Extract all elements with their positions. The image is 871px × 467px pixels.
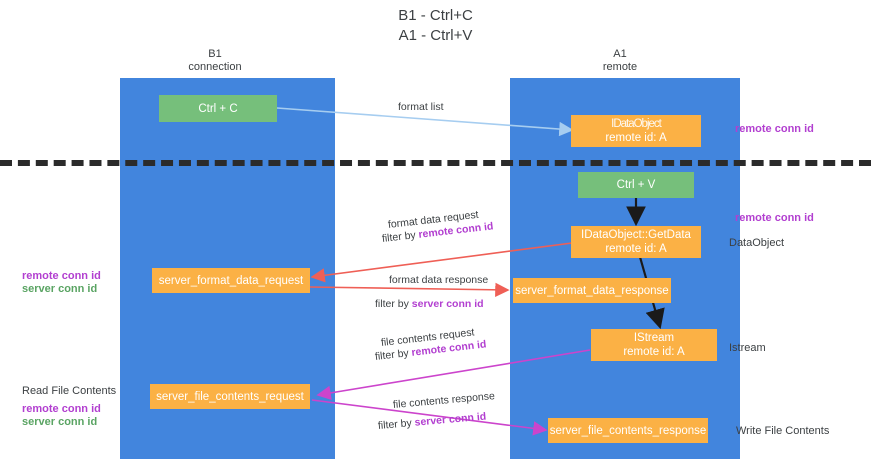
filter-prefix: filter by — [375, 298, 412, 310]
lane-header-b1: B1 connection — [188, 48, 242, 73]
box-server-file-contents-request-label: server_file_contents_request — [156, 390, 304, 403]
box-getdata-label: IDataObject::GetData — [581, 229, 691, 241]
label-write-file-contents: Write File Contents — [736, 425, 830, 437]
label-left-server-conn-id-2: server conn id — [22, 416, 98, 428]
label-dataobject: DataObject — [729, 237, 785, 249]
box-server-file-contents-response-label: server_file_contents_response — [549, 424, 707, 437]
arrow-format-list — [276, 107, 574, 137]
edge-label-format-list: format list — [398, 101, 444, 113]
label-left-remote-conn-id: remote conn id — [22, 270, 101, 282]
box-server-format-data-response-label: server_format_data_response — [515, 284, 669, 297]
box-idataobject-remote-id: remote id: A — [605, 132, 667, 144]
box-istream-remote-id: remote id: A — [623, 346, 685, 358]
arrow-file-contents-request — [316, 349, 591, 401]
label-read-file-contents: Read File Contents — [22, 385, 117, 397]
edge-label-format-data-response-filter: filter by server conn id — [375, 297, 484, 311]
label-left-server-conn-id: server conn id — [22, 283, 98, 295]
box-server-file-contents-request[interactable]: server_file_contents_request — [150, 384, 310, 409]
label-left-remote-conn-id-2: remote conn id — [22, 403, 101, 415]
box-istream-label: IStream — [633, 332, 675, 344]
box-istream[interactable]: IStream remote id: A — [591, 329, 717, 361]
box-idataobject-label: IDataObject — [611, 118, 662, 130]
box-ctrl-c-label: Ctrl + C — [198, 102, 238, 115]
box-ctrl-c[interactable]: Ctrl + C — [159, 95, 277, 122]
box-getdata[interactable]: IDataObject::GetData remote id: A — [571, 226, 701, 258]
arrow-file-contents-response — [311, 399, 548, 436]
box-server-file-contents-response[interactable]: server_file_contents_response — [548, 418, 708, 443]
box-ctrl-v[interactable]: Ctrl + V — [578, 172, 694, 198]
box-getdata-remote-id: remote id: A — [605, 243, 667, 255]
box-server-format-data-request-label: server_format_data_request — [158, 274, 304, 287]
diagram-title: B1 - Ctrl+C A1 - Ctrl+V — [398, 7, 473, 44]
arrow-format-data-response — [309, 282, 510, 298]
phase-divider — [0, 160, 871, 166]
filter-key: server conn id — [411, 298, 484, 310]
box-idataobject[interactable]: IDataObject remote id: A — [571, 115, 701, 147]
label-remote-conn-id-mid: remote conn id — [735, 212, 814, 224]
lane-header-a1: A1 remote — [602, 48, 638, 73]
box-ctrl-v-label: Ctrl + V — [616, 179, 656, 191]
box-server-format-data-response[interactable]: server_format_data_response — [513, 278, 671, 303]
label-istream: Istream — [729, 342, 766, 354]
filter-prefix: filter by — [377, 416, 416, 432]
arrow-format-data-request — [310, 242, 573, 283]
label-remote-conn-id-top: remote conn id — [735, 123, 814, 135]
edge-label-format-data-response: format data response — [389, 274, 489, 286]
box-server-format-data-request[interactable]: server_format_data_request — [152, 268, 310, 293]
